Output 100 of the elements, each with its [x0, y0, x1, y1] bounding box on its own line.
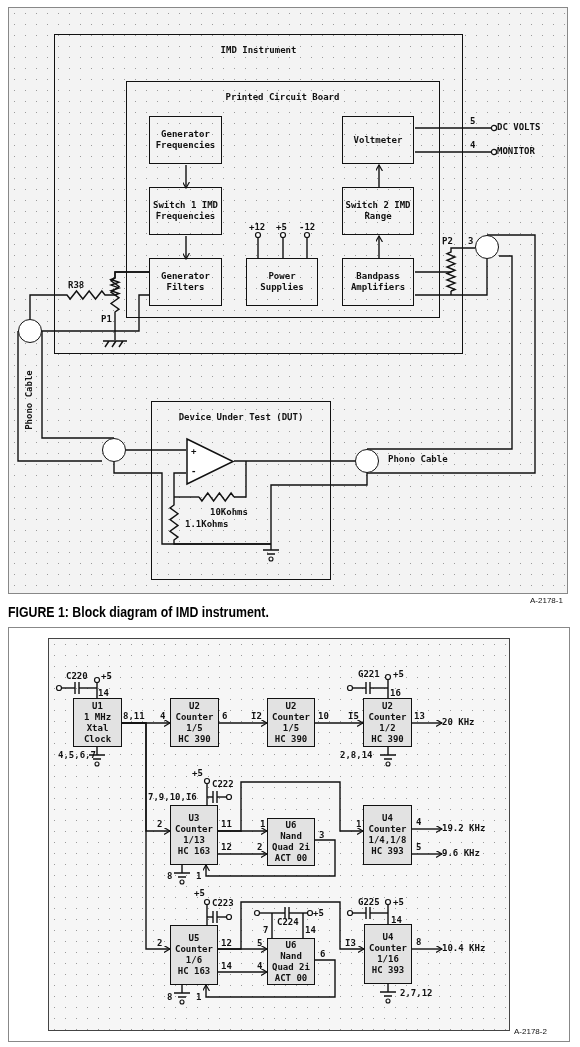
connector-line — [414, 247, 476, 273]
block-box — [149, 116, 222, 164]
connector-line — [17, 330, 103, 462]
terminal-label: 9.6 KHz — [442, 848, 502, 860]
pin-label: 14 — [221, 961, 232, 971]
terminal-label: MONITOR — [497, 146, 557, 158]
chip-box — [73, 698, 122, 747]
block-label: 1/4,1/8 — [368, 835, 407, 846]
block-label: U3 — [188, 813, 200, 824]
terminal-label: 19.2 KHz — [442, 823, 502, 835]
connector-line — [109, 271, 151, 341]
block-label: U4 — [382, 813, 393, 824]
block-label: U6 — [285, 939, 297, 951]
pin-label: 1 — [356, 819, 362, 829]
pin-label: 10 — [318, 711, 329, 721]
potentiometer-label: P1 — [101, 314, 112, 324]
chip-box — [267, 698, 315, 747]
connector-line — [314, 718, 364, 728]
connector-line — [270, 472, 368, 545]
block-box — [342, 116, 414, 164]
connector-line — [366, 234, 536, 474]
block-box — [246, 258, 318, 306]
block-label: Switch 1 IMD Frequencies — [152, 199, 219, 223]
block-label: Switch 2 IMD Range — [344, 199, 412, 223]
connector-line — [201, 839, 336, 877]
connector-line — [41, 330, 115, 439]
group-title: Device Under Test (DUT) — [178, 412, 304, 422]
connector-line — [411, 824, 443, 834]
connector-line — [41, 294, 151, 332]
pin-label: 3 — [319, 830, 325, 840]
connector-line — [217, 967, 268, 977]
enclosure-box — [151, 401, 331, 580]
connector-line — [217, 901, 365, 954]
block-label: Counter — [272, 711, 310, 723]
block-label: 1/5 — [186, 722, 203, 734]
pin-label: 2 — [257, 842, 263, 852]
connector-line — [411, 944, 443, 954]
block-label: 1/13 — [183, 835, 205, 846]
cable-label: Phono Cable — [388, 454, 448, 464]
op-amp-symbol — [185, 437, 234, 485]
block-label: ACT 00 — [274, 972, 308, 984]
terminal-label: DC VOLTS — [497, 122, 557, 134]
chip-box — [170, 698, 219, 747]
pin-label: +5 — [393, 897, 404, 907]
connector-line — [374, 164, 384, 189]
connector-line — [168, 472, 272, 545]
pin-label: 2 — [157, 819, 163, 829]
chip-box — [170, 925, 218, 985]
chip-box — [363, 805, 412, 865]
block-label: Quad 2i — [272, 842, 310, 853]
block-label: 1/16 — [377, 954, 399, 965]
block-label: Counter — [368, 824, 407, 835]
connector-line — [233, 460, 356, 462]
connector-line — [411, 718, 443, 728]
pin-label: 2,8,14 — [340, 750, 373, 760]
connector-line — [366, 255, 513, 450]
block-label: HC 163 — [177, 966, 211, 977]
block-label: Bandpass Amplifiers — [349, 270, 407, 294]
block-label: 1/5 — [282, 722, 300, 734]
pin-label: 2 — [157, 938, 163, 948]
pin-label: 4 — [160, 711, 166, 721]
pin-label: 1 — [196, 992, 202, 1002]
voltage-label: -12 — [299, 222, 316, 232]
pin-label: 4 — [257, 961, 263, 971]
pin-label: I3 — [345, 938, 356, 948]
block-label: HC 390 — [371, 733, 404, 745]
figure-code: A-2178-2 — [514, 1027, 547, 1037]
block-label: Clock — [83, 733, 112, 745]
block-label: Counter — [175, 824, 213, 835]
chip-box — [170, 805, 218, 865]
block-label: ACT 00 — [274, 853, 308, 864]
block-label: U2 — [382, 700, 393, 712]
connector-line — [374, 235, 384, 260]
pin-label: I2 — [251, 711, 262, 721]
block-box — [149, 187, 222, 235]
block-label: Generator Filters — [160, 270, 211, 294]
connector-line — [121, 722, 171, 954]
input-sign: + — [191, 446, 197, 456]
group-title: IMD Instrument — [220, 45, 297, 55]
pin-label: 6 — [320, 949, 326, 959]
enclosure-box — [125, 80, 440, 318]
connector-line — [181, 235, 191, 260]
connector-line — [217, 849, 268, 859]
resistor-value: 10Kohms — [210, 507, 248, 517]
block-label: 1/6 — [185, 955, 203, 966]
block-label: Counter — [175, 944, 213, 955]
pin-label: 5 — [257, 938, 263, 948]
pin-label: 8 — [167, 871, 173, 881]
block-label: 1 MHz — [83, 711, 112, 723]
block-label: U2 — [189, 700, 200, 712]
block-label: HC 390 — [178, 733, 211, 745]
resistor-value: 1.1Kohms — [185, 519, 229, 529]
block-label: U1 — [92, 700, 103, 712]
block-label: Quad 2i — [272, 961, 310, 973]
pin-label: 12 — [221, 938, 232, 948]
edge-label: 4 — [469, 140, 477, 150]
block-label: HC 393 — [371, 846, 404, 857]
pin-label: 1 — [196, 871, 202, 881]
block-label: Counter — [175, 711, 214, 723]
connector-line — [414, 258, 488, 296]
